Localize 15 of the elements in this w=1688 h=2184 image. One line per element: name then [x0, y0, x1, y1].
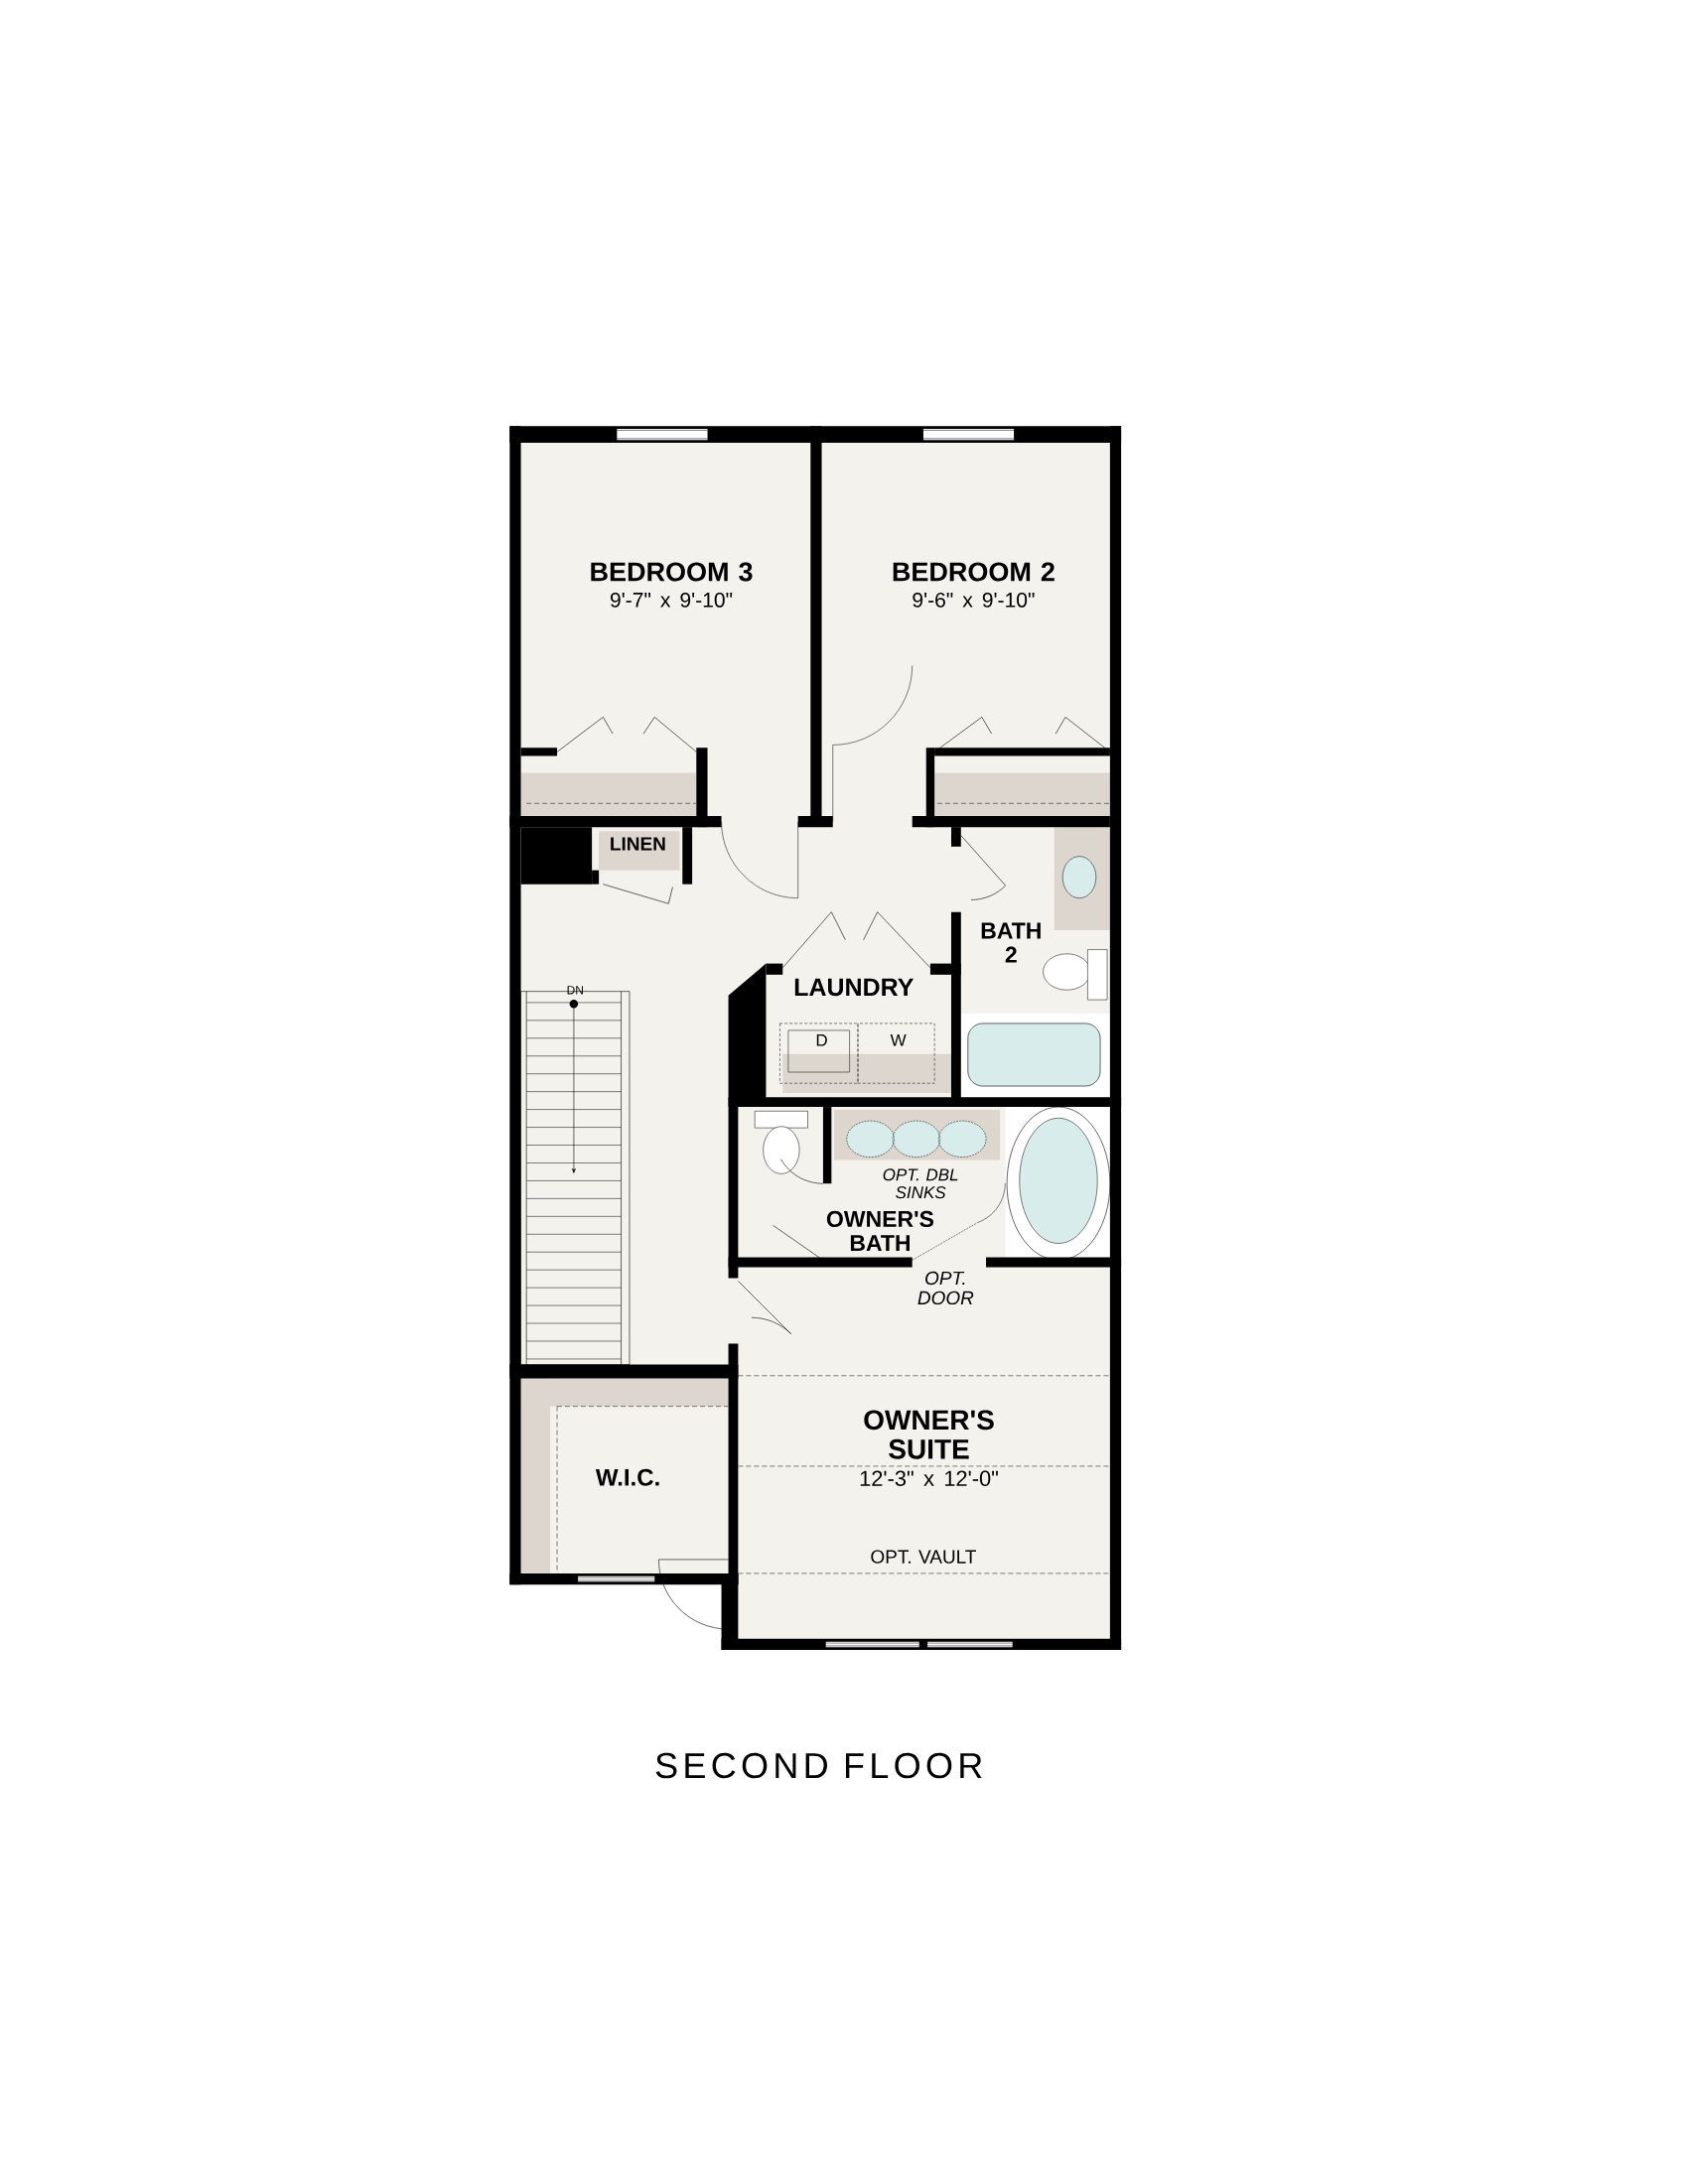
- plan-note: W: [890, 1033, 907, 1046]
- room-label: LAUNDRY: [794, 978, 914, 997]
- plan-note: OPT. VAULT: [871, 1550, 976, 1564]
- room-label: BEDROOM 2 9'-6" x 9'-10": [893, 562, 1055, 608]
- room-label: BEDROOM 3 9'-7" x 9'-10": [591, 562, 753, 608]
- plan-note: OPT. DBL SINKS: [883, 1168, 958, 1199]
- room-label: OWNER'S BATH: [826, 1210, 934, 1251]
- floor-title: SECOND FLOOR: [655, 1752, 982, 1779]
- plan-note: D: [816, 1033, 827, 1046]
- room-label: OWNER'S SUITE 12'-3" x 12'-0": [860, 1410, 998, 1486]
- plan-note: DN: [567, 986, 583, 995]
- room-label: BATH 2: [981, 922, 1041, 963]
- room-label: W.I.C.: [595, 1468, 659, 1486]
- plan-note: OPT. DOOR: [917, 1271, 974, 1305]
- room-label: LINEN: [611, 837, 665, 851]
